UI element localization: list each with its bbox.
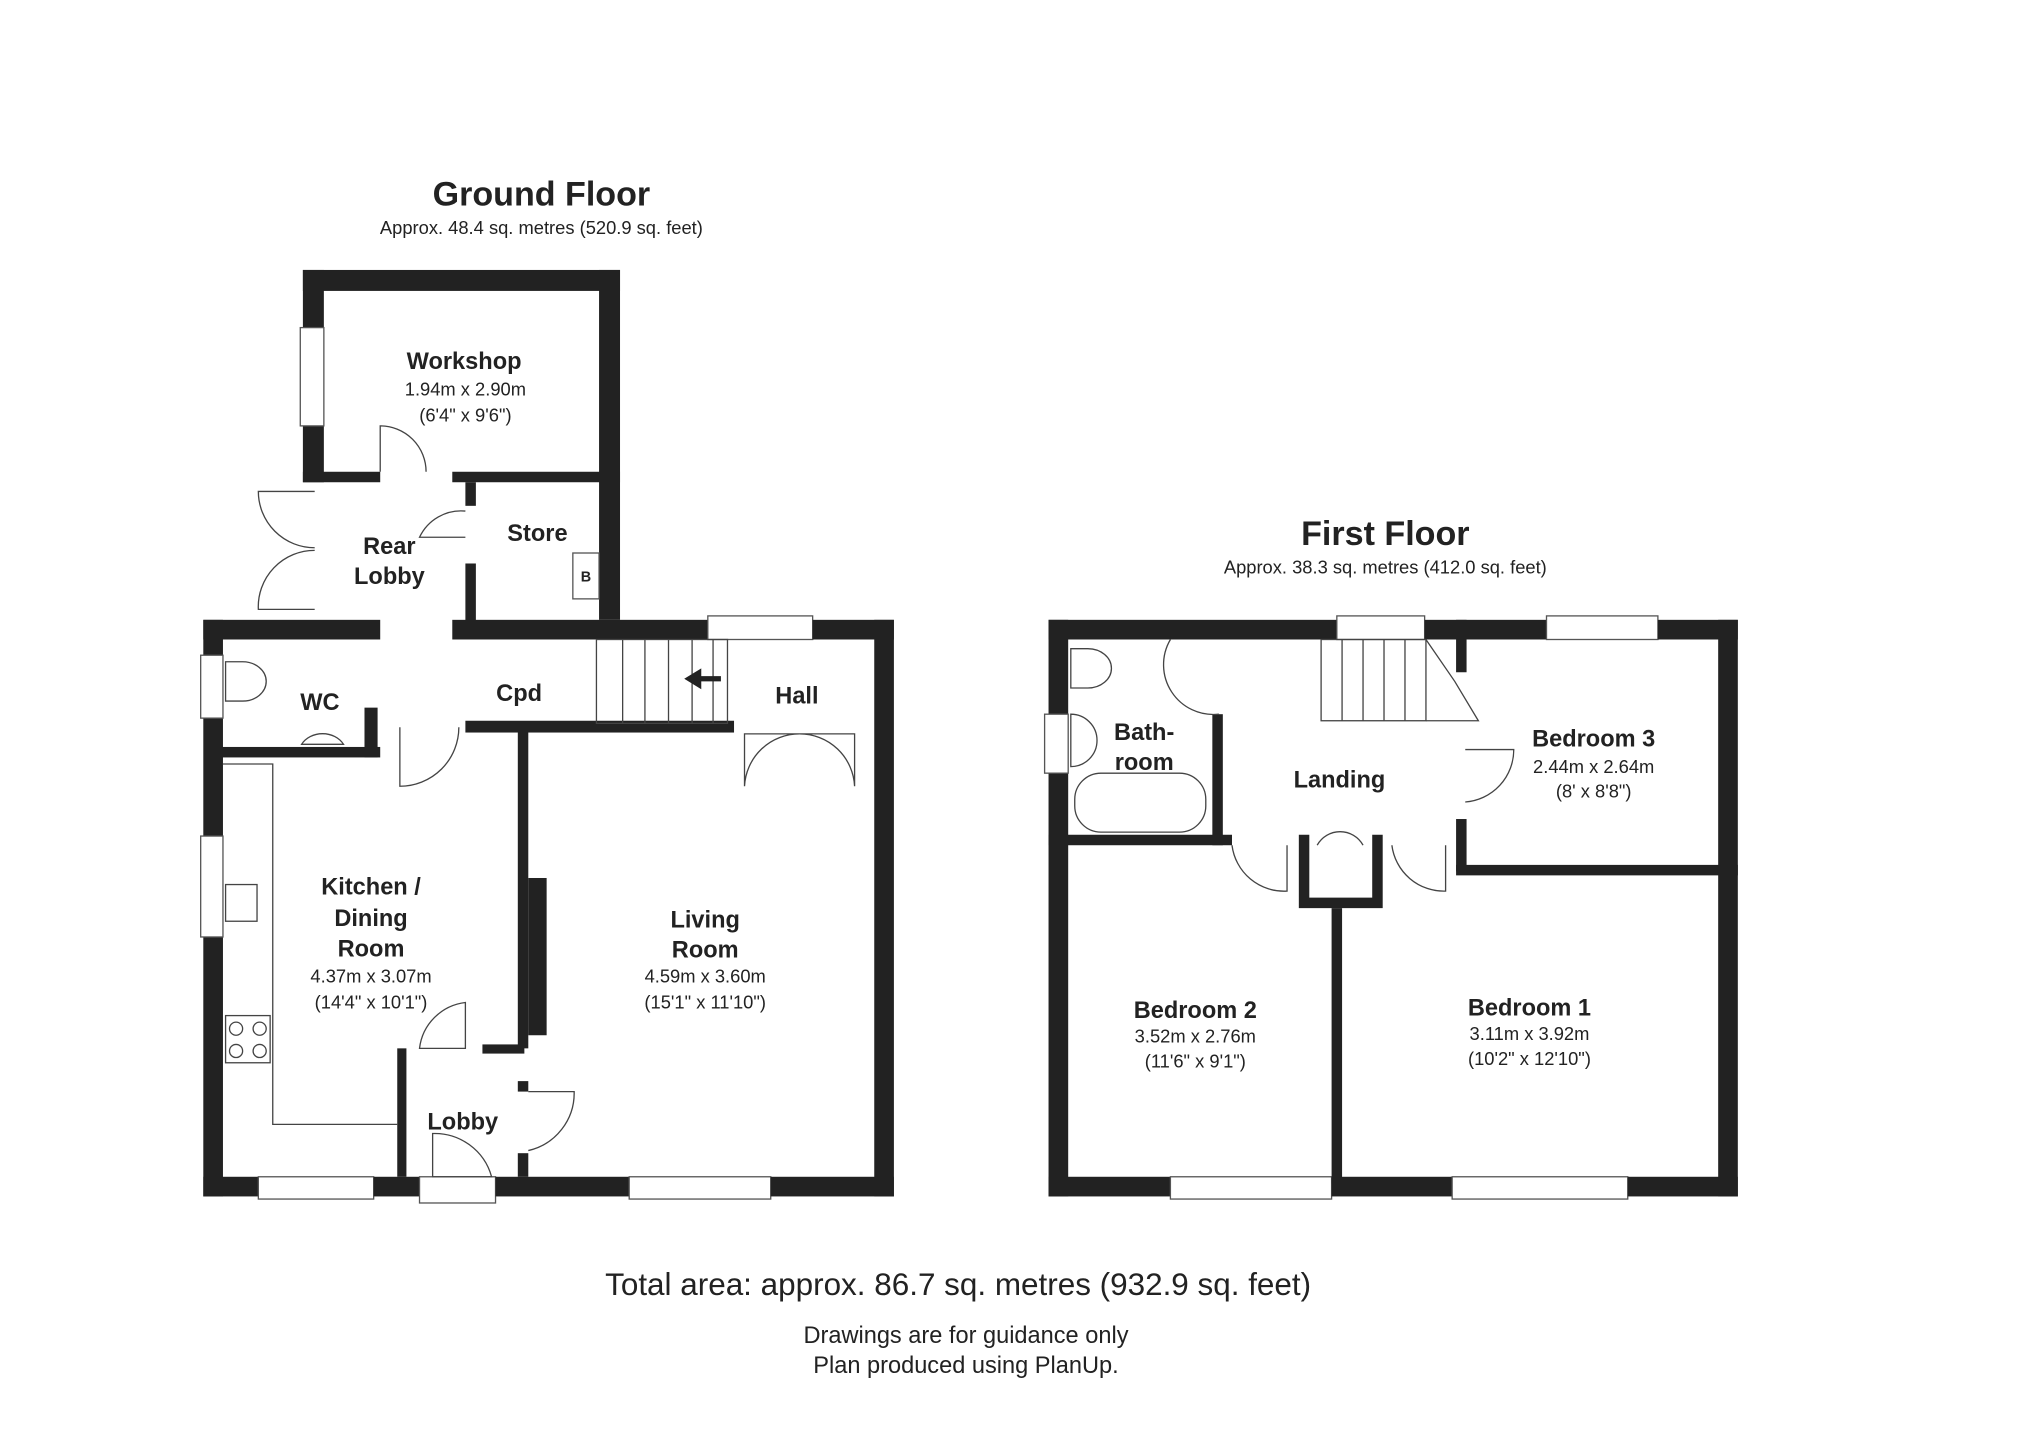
kitchen-label-2: Dining xyxy=(334,905,407,931)
bedroom3-label: Bedroom 3 xyxy=(1532,726,1655,752)
landing-label: Landing xyxy=(1294,766,1386,792)
produced-by-note: Plan produced using PlanUp. xyxy=(813,1352,1118,1378)
hall-label: Hall xyxy=(775,682,818,708)
living-imperial: (15'1" x 11'10") xyxy=(644,992,766,1013)
store-label: Store xyxy=(507,520,567,546)
workshop-metric: 1.94m x 2.90m xyxy=(405,378,526,399)
bedroom1-label: Bedroom 1 xyxy=(1468,994,1591,1020)
bedroom2-metric: 3.52m x 2.76m xyxy=(1135,1026,1256,1047)
first-floor-area: Approx. 38.3 sq. metres (412.0 sq. feet) xyxy=(1224,557,1547,578)
wc-label: WC xyxy=(300,689,339,715)
boiler-label: B xyxy=(581,570,591,586)
rear-lobby-label-2: Lobby xyxy=(354,563,425,589)
bathroom-label: Bath- xyxy=(1114,719,1174,745)
guidance-note: Drawings are for guidance only xyxy=(803,1322,1128,1348)
living-label: Living xyxy=(670,906,739,932)
kitchen-label-3: Room xyxy=(338,935,405,961)
kitchen-label: Kitchen / xyxy=(321,874,421,900)
kitchen-imperial: (14'4" x 10'1") xyxy=(315,992,428,1013)
kitchen-metric: 4.37m x 3.07m xyxy=(310,965,431,986)
bedroom1-metric: 3.11m x 3.92m xyxy=(1470,1023,1590,1044)
bathroom-label-2: room xyxy=(1115,749,1174,775)
bedroom1-imperial: (10'2" x 12'10") xyxy=(1468,1048,1591,1069)
rear-lobby-label: Rear xyxy=(363,533,415,559)
bedroom3-metric: 2.44m x 2.64m xyxy=(1533,756,1654,777)
stairs-arrow-icon xyxy=(684,668,721,690)
workshop-label: Workshop xyxy=(407,348,522,374)
bedroom2-label: Bedroom 2 xyxy=(1134,997,1257,1023)
ground-floor-area: Approx. 48.4 sq. metres (520.9 sq. feet) xyxy=(380,217,703,238)
living-metric: 4.59m x 3.60m xyxy=(645,965,766,986)
bedroom3-imperial: (8' x 8'8") xyxy=(1556,781,1632,802)
first-floor-title: First Floor xyxy=(1301,515,1469,553)
bedroom2-imperial: (11'6" x 9'1") xyxy=(1145,1051,1246,1072)
living-label-2: Room xyxy=(672,937,739,963)
lobby-label: Lobby xyxy=(427,1108,498,1134)
first-floor-plan xyxy=(1043,615,1738,1200)
total-area: Total area: approx. 86.7 sq. metres (932… xyxy=(605,1267,1311,1302)
cpd-label: Cpd xyxy=(496,680,542,706)
ground-floor-title: Ground Floor xyxy=(433,176,651,214)
workshop-imperial: (6'4" x 9'6") xyxy=(419,405,511,426)
ground-floor-plan xyxy=(200,269,894,1204)
